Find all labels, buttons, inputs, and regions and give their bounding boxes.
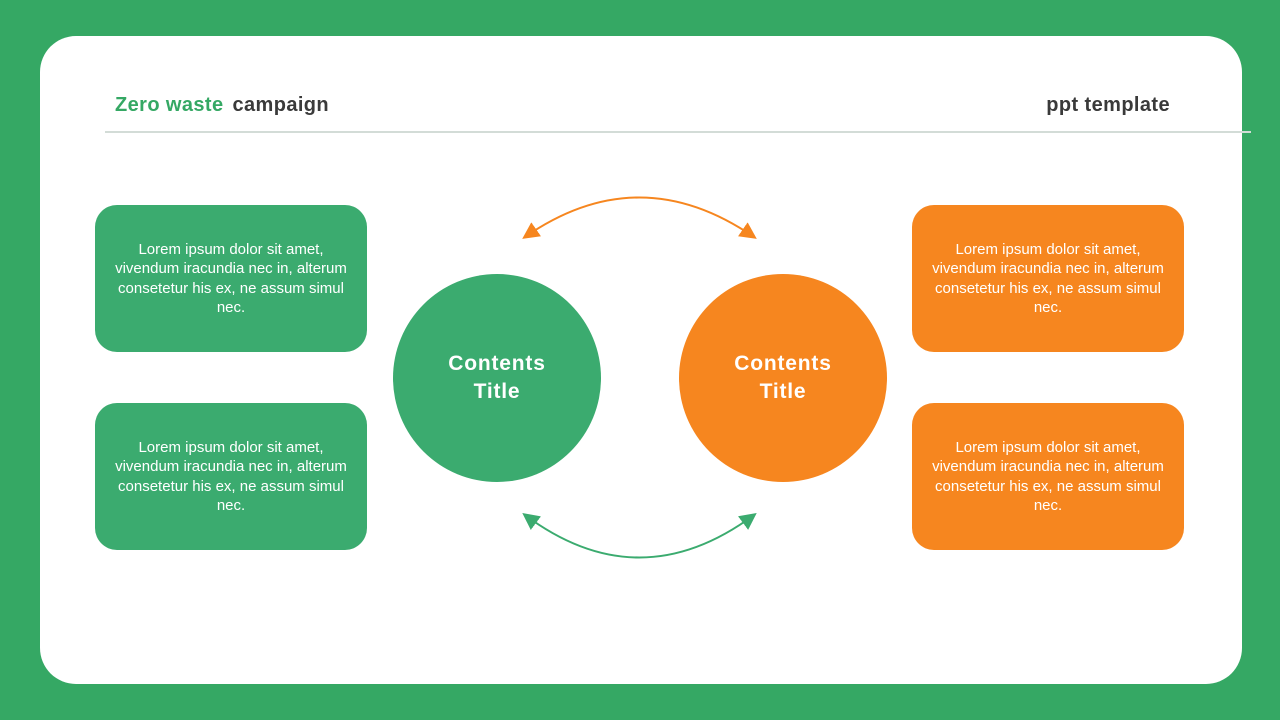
header-divider [105, 131, 1251, 133]
contents-circle-green-label: Contents Title [448, 352, 546, 403]
text-box-left-top-text: Lorem ipsum dolor sit amet, vivendum ira… [115, 240, 347, 317]
text-box-left-bottom: Lorem ipsum dolor sit amet, vivendum ira… [95, 403, 367, 550]
text-box-right-bottom-text: Lorem ipsum dolor sit amet, vivendum ira… [932, 438, 1164, 515]
text-box-left-top: Lorem ipsum dolor sit amet, vivendum ira… [95, 205, 367, 352]
slide-card: Zero waste campaign ppt template [40, 36, 1251, 684]
template-label: ppt template [1046, 94, 1170, 116]
contents-circle-orange-label: Contents Title [734, 352, 832, 403]
page-title-rest: campaign [232, 94, 330, 116]
contents-circle-green: Contents Title [393, 274, 601, 482]
text-box-right-top: Lorem ipsum dolor sit amet, vivendum ira… [912, 205, 1184, 352]
text-box-right-bottom: Lorem ipsum dolor sit amet, vivendum ira… [912, 403, 1184, 550]
page-title-accent: Zero waste [115, 94, 224, 116]
text-box-left-bottom-text: Lorem ipsum dolor sit amet, vivendum ira… [115, 438, 347, 515]
contents-circle-orange: Contents Title [679, 274, 887, 482]
page-title: Zero waste campaign [115, 94, 329, 117]
text-box-right-top-text: Lorem ipsum dolor sit amet, vivendum ira… [932, 240, 1164, 317]
